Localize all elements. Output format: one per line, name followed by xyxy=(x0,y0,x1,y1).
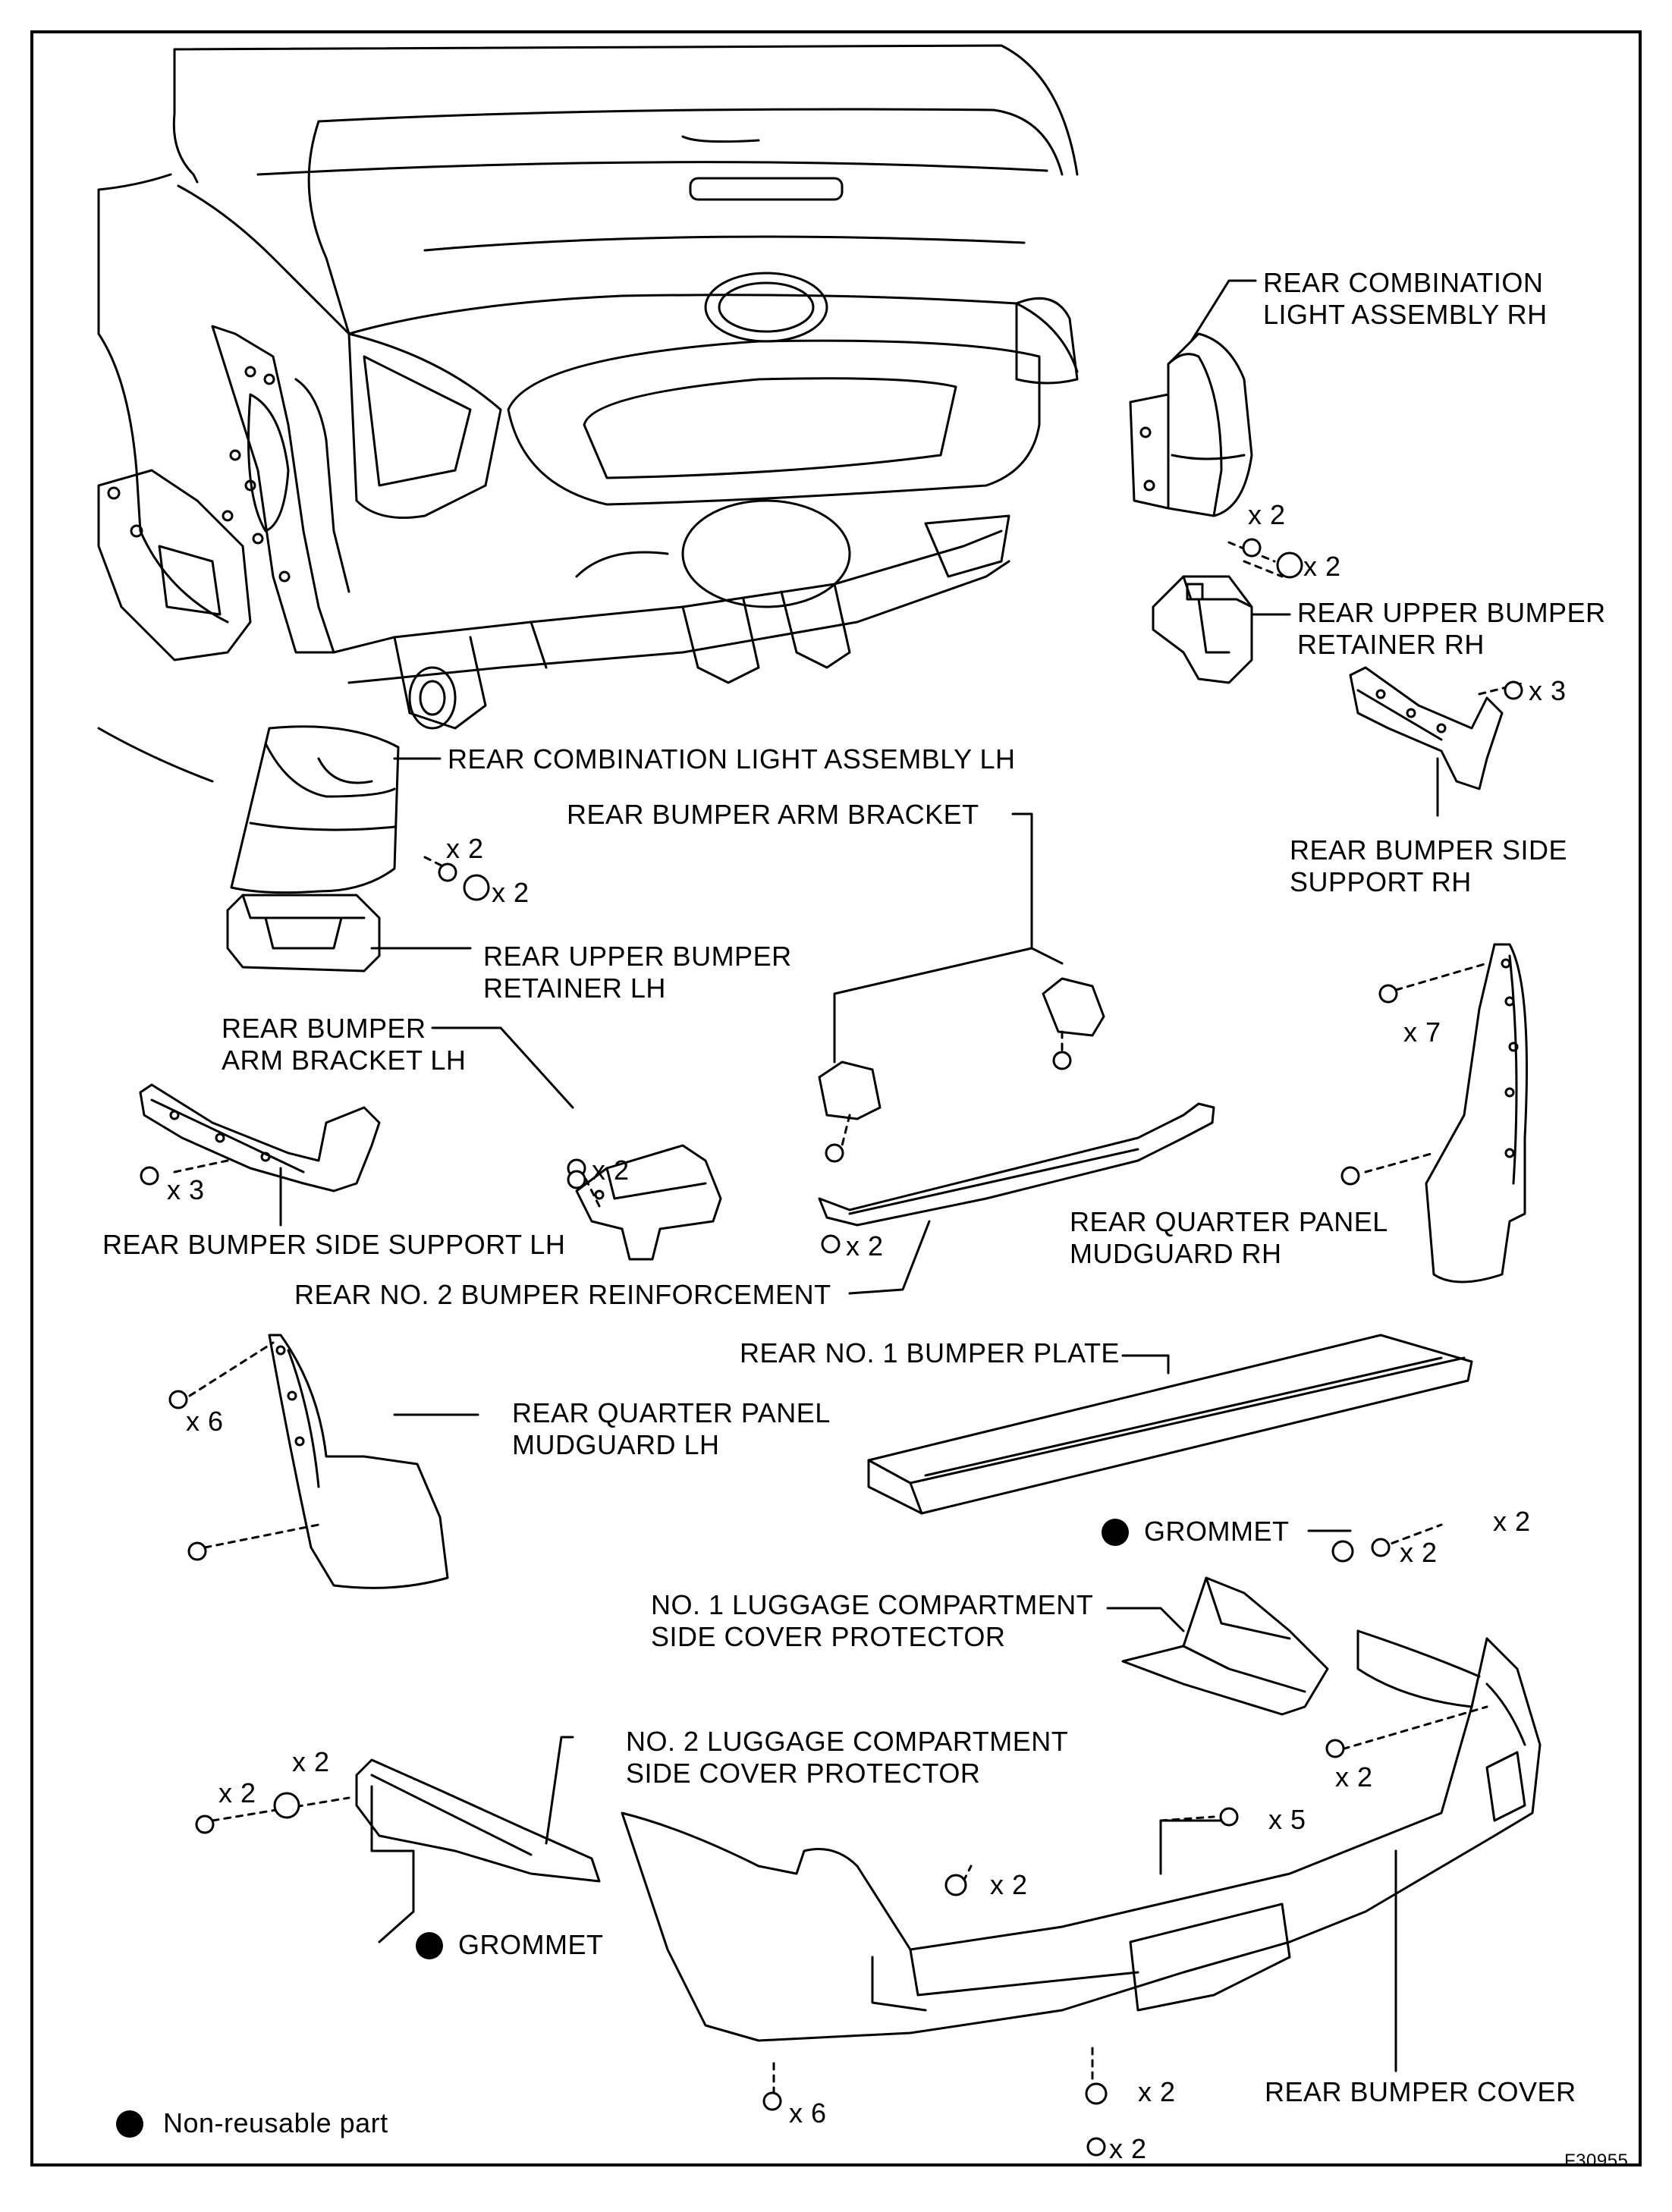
rear-bumper-cover xyxy=(621,1629,1542,2042)
legend-non-reusable-text: Non-reusable part xyxy=(163,2107,388,2138)
label-grommet-2: GROMMET xyxy=(458,1929,604,1960)
label-rear-no1-bumper-plate: REAR NO. 1 BUMPER PLATE xyxy=(740,1337,1120,1368)
rear-bumper-arm-bracket-pair xyxy=(818,977,1105,1120)
qty-lh-light-screw: x 2 xyxy=(446,833,484,864)
qty-protector2-screw: x 2 xyxy=(218,1777,256,1808)
rear-upper-bumper-retainer-lh xyxy=(226,894,381,972)
figure-id: F30955 xyxy=(1564,2151,1629,2171)
rear-bumper-side-support-rh xyxy=(1349,666,1504,790)
qty-protector1-grommet: x 2 xyxy=(1400,1537,1438,1568)
fasteners xyxy=(140,538,1523,2157)
rear-no2-bumper-reinforcement xyxy=(818,1102,1215,1227)
legend-non-reusable-dot xyxy=(116,2110,143,2138)
label-rear-bumper-side-support-lh: REAR BUMPER SIDE SUPPORT LH xyxy=(102,1229,566,1260)
qty-cover-center-clip: x 5 xyxy=(1268,1804,1306,1835)
rear-combination-light-lh xyxy=(230,725,400,894)
qty-rh-mudguard-screw: x 7 xyxy=(1403,1016,1441,1048)
rear-bumper-side-support-lh xyxy=(139,1083,381,1192)
qty-protector2-grommet: x 2 xyxy=(292,1746,330,1777)
qty-cover-rh-screw: x 2 xyxy=(990,1869,1028,1900)
rear-no1-bumper-plate xyxy=(867,1334,1473,1515)
label-rear-bumper-arm-bracket: REAR BUMPER ARM BRACKET xyxy=(567,799,979,830)
label-rear-bumper-cover: REAR BUMPER COVER xyxy=(1265,2076,1576,2107)
label-rear-no2-bumper-reinforcement: REAR NO. 2 BUMPER REINFORCEMENT xyxy=(294,1279,831,1310)
no1-luggage-side-cover-protector xyxy=(1121,1576,1329,1716)
qty-rh-light-clip: x 2 xyxy=(1303,551,1341,582)
rear-combination-light-rh xyxy=(1129,332,1253,517)
vehicle-rear-body xyxy=(97,44,1079,783)
qty-cover-left-screw: x 2 xyxy=(1335,1761,1373,1793)
qty-cover-bottom-bolt: x 2 xyxy=(1138,2076,1176,2107)
qty-reinforcement-bolt: x 2 xyxy=(846,1230,884,1262)
label-rear-combination-light-lh: REAR COMBINATION LIGHT ASSEMBLY LH xyxy=(448,743,1016,775)
label-grommet-1: GROMMET xyxy=(1144,1516,1290,1547)
qty-cover-bottom-clip: x 2 xyxy=(1109,2133,1147,2164)
non-reusable-marker-grommet-2 xyxy=(416,1932,443,1959)
qty-rh-support-screw: x 3 xyxy=(1529,675,1567,706)
qty-protector1-screw: x 2 xyxy=(1493,1506,1531,1537)
qty-lh-arm-bolt: x 2 xyxy=(592,1155,630,1186)
qty-cover-bottom-screw: x 6 xyxy=(789,2097,827,2129)
diagram-frame xyxy=(30,30,1642,2166)
rear-quarter-panel-mudguard-lh xyxy=(268,1334,449,1589)
qty-lh-mudguard-screw: x 6 xyxy=(186,1406,224,1437)
no2-luggage-side-cover-protector xyxy=(355,1758,601,1883)
rear-upper-bumper-retainer-rh xyxy=(1152,575,1253,684)
rear-quarter-panel-mudguard-rh xyxy=(1425,943,1528,1284)
qty-rh-light-screw: x 2 xyxy=(1248,499,1286,530)
qty-lh-light-clip: x 2 xyxy=(492,877,530,908)
non-reusable-marker-grommet-1 xyxy=(1102,1519,1129,1546)
qty-lh-support-screw: x 3 xyxy=(167,1174,205,1205)
rear-bumper-arm-bracket-lh xyxy=(575,1144,722,1261)
